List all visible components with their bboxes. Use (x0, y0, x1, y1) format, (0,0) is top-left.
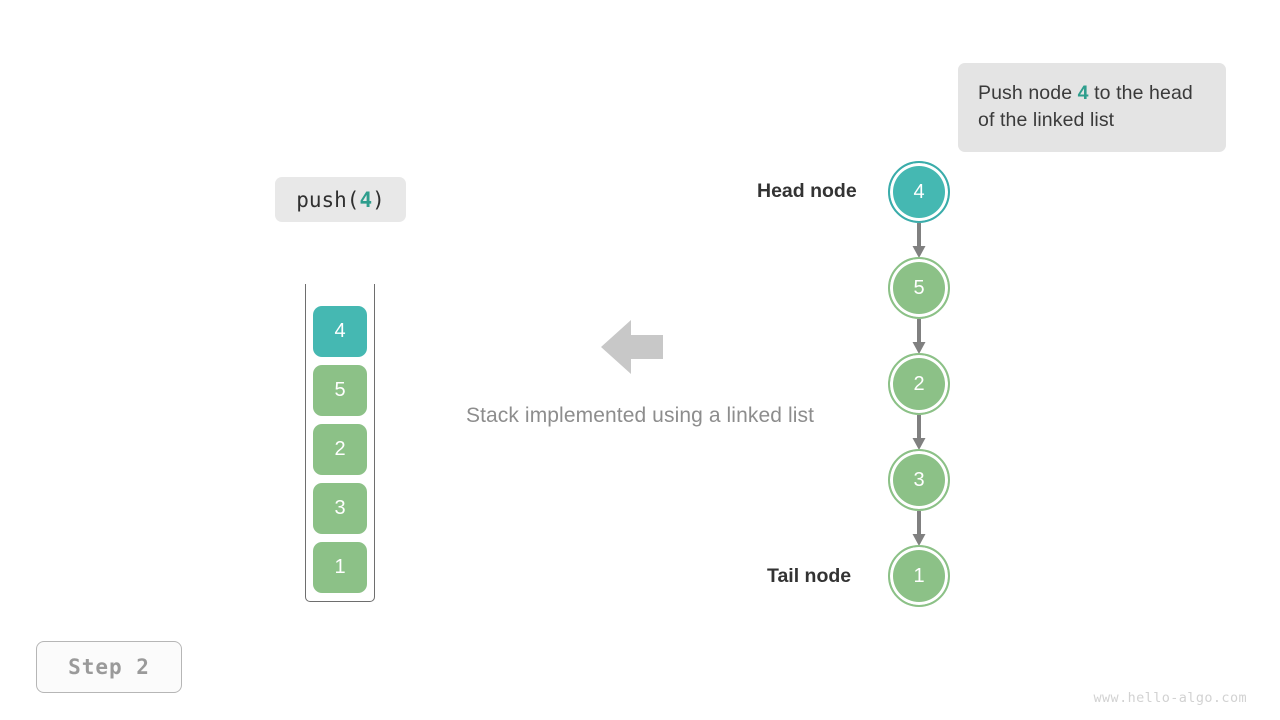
list-node: 2 (888, 353, 950, 415)
stack-cell: 5 (313, 365, 367, 416)
list-link-arrow-icon (911, 511, 927, 547)
list-node-value: 3 (913, 468, 925, 491)
diagram-caption: Stack implemented using a linked list (465, 404, 815, 427)
operation-argument: 4 (359, 187, 373, 212)
stack-container: 4 5 2 3 1 (305, 284, 375, 602)
stack-cell: 4 (313, 306, 367, 357)
list-node: 5 (888, 257, 950, 319)
tail-node-label: Tail node (767, 565, 852, 587)
list-node-value: 4 (913, 180, 925, 203)
description-box: Push node 4 to the head of the linked li… (958, 63, 1226, 152)
description-prefix: Push node (978, 82, 1078, 104)
list-node-value: 5 (913, 276, 925, 299)
list-node: 1 (888, 545, 950, 607)
description-suffix: to the head of the linked list (978, 82, 1193, 131)
list-link-arrow-icon (911, 415, 927, 451)
stack-cell: 1 (313, 542, 367, 593)
list-node: 4 (888, 161, 950, 223)
stack-cell-value: 5 (334, 379, 346, 401)
operation-prefix: push( (296, 187, 360, 212)
list-link-arrow-icon (911, 223, 927, 259)
stack-cell-value: 2 (334, 438, 346, 460)
left-block-arrow-icon (601, 318, 663, 376)
stack-cell-value: 1 (334, 556, 346, 578)
head-node-label: Head node (757, 180, 857, 202)
list-node: 3 (888, 449, 950, 511)
linked-list-container: 4 5 2 3 (888, 161, 952, 609)
stack-cell-value: 4 (334, 320, 346, 342)
stack-cell: 2 (313, 424, 367, 475)
list-link-arrow-icon (911, 319, 927, 355)
list-node-value: 1 (913, 564, 925, 587)
stack-cell-value: 3 (334, 497, 346, 519)
stack-cell-list: 4 5 2 3 1 (313, 306, 367, 593)
watermark: www.hello-algo.com (1093, 690, 1247, 706)
operation-suffix: ) (372, 187, 385, 212)
description-highlight-value: 4 (1077, 82, 1089, 104)
stack-cell: 3 (313, 483, 367, 534)
step-badge: Step 2 (36, 641, 182, 693)
stack-frame (305, 284, 375, 602)
list-node-value: 2 (913, 372, 925, 395)
operation-label: push(4) (275, 177, 406, 222)
